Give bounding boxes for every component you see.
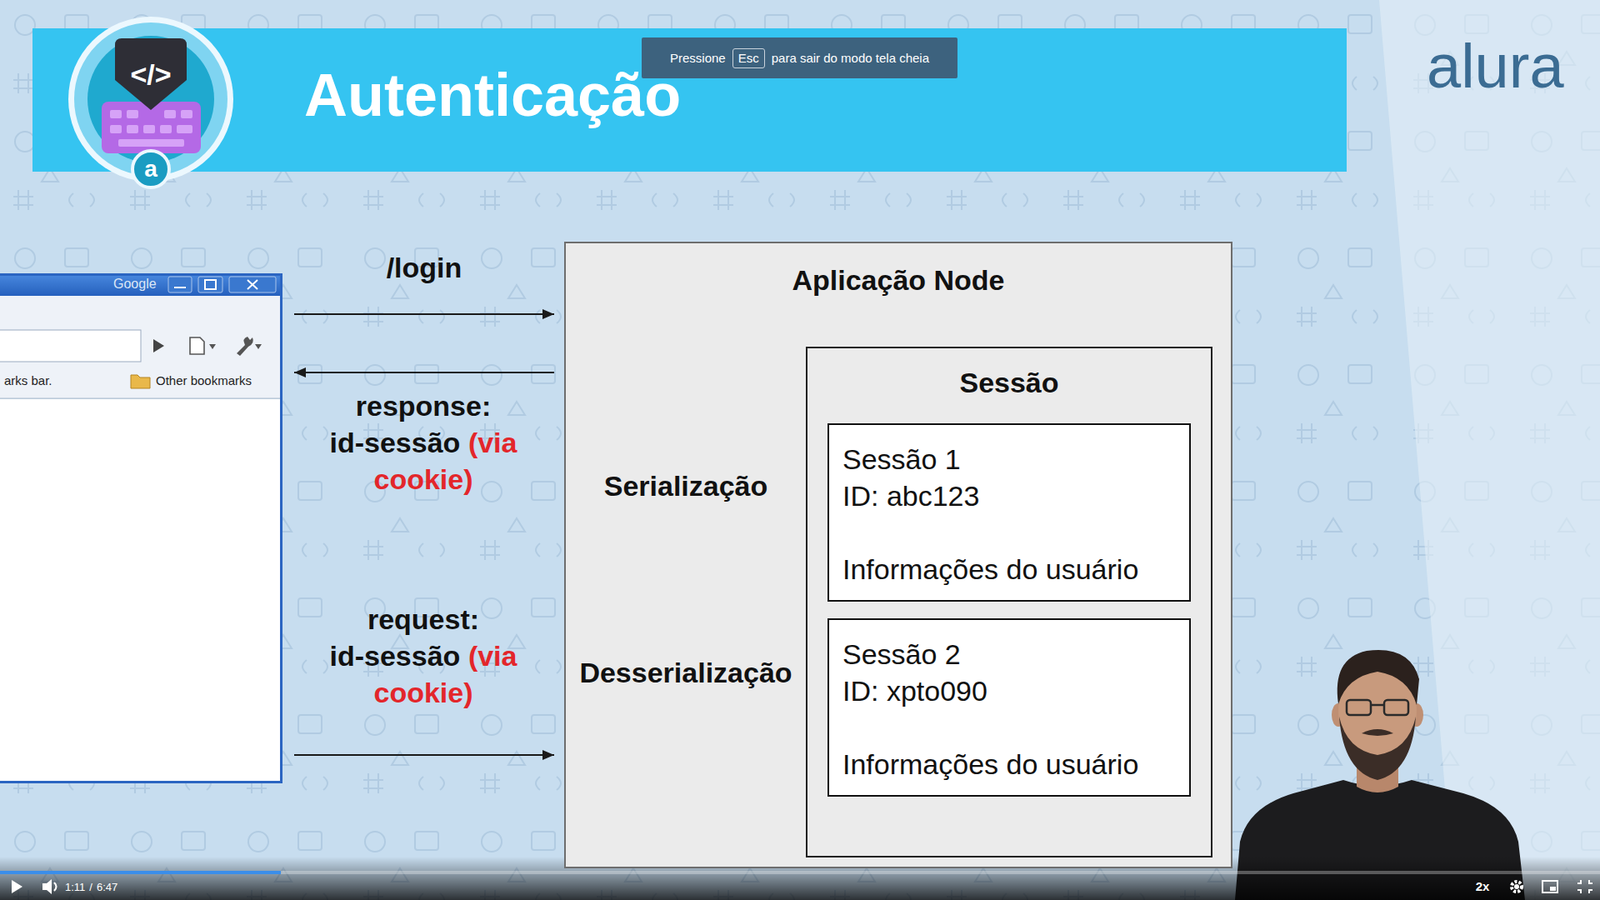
presenter-beard: [1339, 716, 1416, 780]
slide-title: Autenticação: [304, 61, 681, 129]
keyboard-keys: [110, 110, 193, 147]
progress-played: [0, 870, 281, 875]
logo-shield: [115, 38, 187, 110]
close-symbol: [247, 280, 258, 290]
folder-icon: [130, 375, 150, 389]
hint-text: Pressione: [670, 50, 726, 65]
session-box: Sessão 1ID: abc123Informações do usuário: [827, 423, 1191, 602]
session-id: ID: xpto090: [842, 672, 1176, 710]
dropdown-icon: [209, 344, 216, 350]
response-label: response:: [315, 387, 532, 425]
session-info: Informações do usuário: [842, 550, 1176, 588]
session-name: Sessão 1: [842, 440, 1176, 478]
fullscreen-exit-icon: [1577, 880, 1593, 894]
key-cap: Esc: [732, 48, 765, 69]
logo-badge: [132, 150, 170, 188]
window-title: Google: [113, 275, 157, 293]
arrow-label: Serialização: [570, 467, 801, 505]
settings-icon: [1514, 884, 1520, 890]
duration: 6:47: [96, 880, 118, 894]
browser-toolbar: [0, 295, 280, 399]
progress-track: [0, 870, 1600, 875]
flow-arrow: [294, 371, 555, 374]
time-display: 1:11 /6:47: [65, 876, 118, 897]
browser-illustration: [0, 273, 283, 781]
logo-code-symbol: </>: [130, 57, 171, 91]
fullscreen-hint-box: [641, 37, 958, 79]
session-info: Informações do usuário: [842, 745, 1176, 783]
logo-ring: [68, 16, 234, 182]
volume-icon: [54, 882, 57, 891]
maximize-button: [198, 276, 223, 293]
presenter-glasses: [1370, 704, 1385, 707]
logo-disc: [87, 35, 215, 163]
presenter-glasses: [1384, 700, 1409, 715]
volume-icon: [42, 879, 52, 895]
address-field: [0, 330, 141, 362]
session-id-label: id-sessão: [330, 640, 461, 672]
logo-letter: a: [144, 155, 158, 183]
browser-window: Google arks bar. Other bookmarks: [0, 273, 283, 784]
response-note: response:id-sessão(via cookie): [315, 387, 532, 498]
pip-icon: [1542, 880, 1558, 893]
session-id: ID: abc123: [842, 477, 1176, 515]
dropdown-icon: [255, 344, 262, 350]
playback-speed: 2x: [1475, 879, 1490, 895]
wrench-icon: [236, 336, 254, 356]
presenter-glasses: [1346, 700, 1371, 715]
flow-arrow: [294, 754, 555, 756]
time-separator: /: [89, 880, 93, 894]
presenter-hair: [1337, 650, 1420, 705]
current-time: 1:11: [65, 880, 85, 894]
toolbar-divider: [0, 398, 280, 400]
session-name: Sessão 2: [842, 635, 1176, 673]
application-box: Aplicação NodeSessãoSessão 1ID: abc123In…: [564, 241, 1233, 869]
box-title: Sessão: [807, 364, 1211, 401]
fullscreen-hint: Pressione Esc para sair do modo tela cheia: [641, 37, 958, 79]
settings-icon: [1511, 881, 1522, 892]
request-note: request:id-sessão(via cookie): [315, 600, 532, 711]
play-icon: [11, 880, 23, 894]
browser-titlebar: [0, 273, 283, 296]
minimize-button: [168, 276, 192, 293]
session-store-box: SessãoSessão 1ID: abc123Informações do u…: [805, 346, 1213, 858]
course-logo: [68, 16, 234, 188]
presenter-mustache: [1361, 729, 1394, 736]
page-icon: [190, 337, 205, 355]
maximize-symbol: [205, 280, 216, 290]
go-icon: [153, 339, 165, 353]
pip-icon: [1550, 886, 1556, 891]
box-title: Aplicação Node: [565, 261, 1231, 299]
close-button: [229, 276, 276, 293]
bookmark-text: Other bookmarks: [155, 372, 252, 390]
arrow-label: Desserialização: [570, 654, 801, 691]
flow-arrow: [294, 313, 555, 315]
bookmark-text: arks bar.: [4, 372, 53, 390]
request-label: request:: [315, 600, 532, 638]
session-id-label: id-sessão: [330, 426, 461, 459]
light-strip: [1379, 0, 1600, 900]
browser-content: [0, 399, 280, 781]
brand-logo: alura: [1426, 33, 1565, 100]
minimize-symbol: [174, 286, 186, 289]
arrow-label: /login: [386, 249, 463, 286]
session-box: Sessão 2ID: xpto090Informações do usuári…: [827, 618, 1191, 797]
hint-text: para sair do modo tela cheia: [771, 50, 930, 65]
